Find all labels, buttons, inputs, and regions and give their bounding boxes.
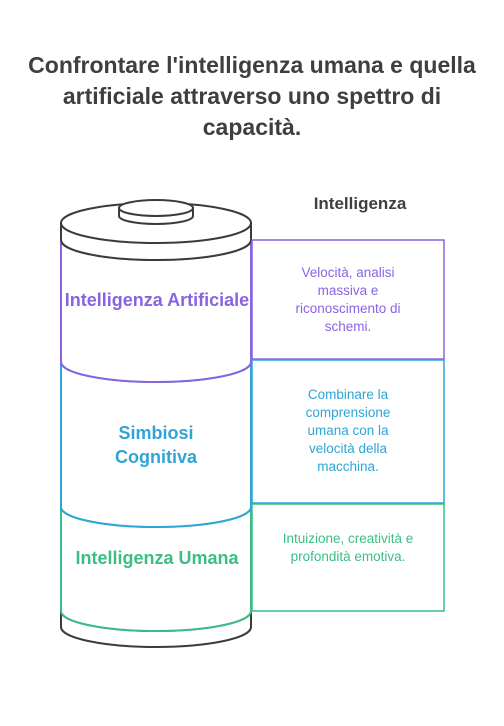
desc-artificiale: Velocità, analisi massiva e riconoscimen… (295, 265, 401, 334)
page-title: Confrontare l'intelligenza umana e quell… (28, 52, 476, 140)
box-umana (251, 503, 445, 612)
box-artificiale (251, 239, 445, 360)
desc-umana: Intuizione, creatività e profondità emot… (282, 531, 414, 564)
desc-simbiosi: Combinare la comprensione umana con la v… (305, 387, 391, 474)
label-artificiale: Intelligenza Artificiale (64, 290, 250, 310)
spectrum-heading: Intelligenza (313, 194, 407, 213)
label-simbiosi: Simbiosi Cognitiva (114, 423, 197, 467)
cylinder-knob-top (118, 199, 194, 217)
box-simbiosi (251, 359, 445, 504)
label-umana: Intelligenza Umana (75, 548, 239, 568)
